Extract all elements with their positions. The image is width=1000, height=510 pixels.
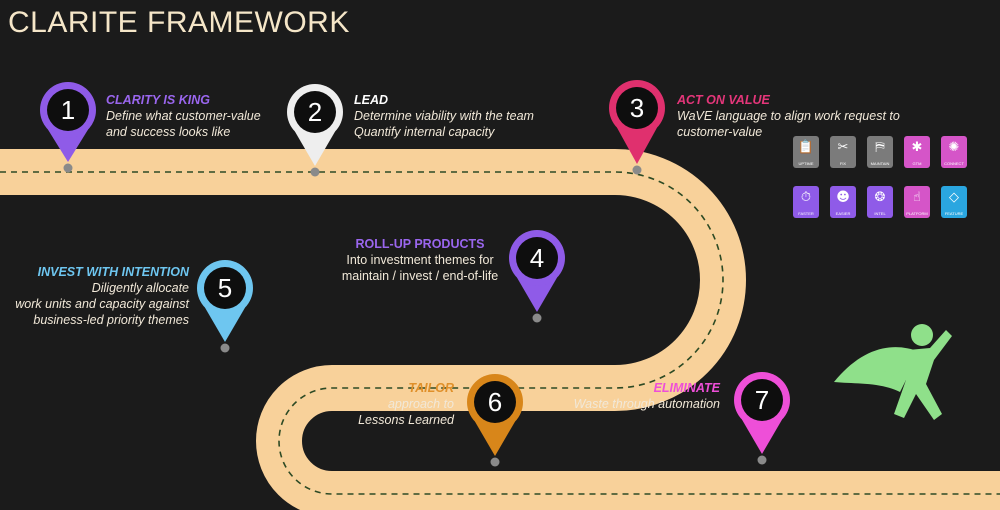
pin-2: 2 xyxy=(287,84,343,177)
step-3-line-1: WaVE language to align work request to xyxy=(677,109,900,123)
pin-3: 3 xyxy=(609,80,665,175)
fix-tile: ✂ FIX xyxy=(830,136,856,168)
step-1-line-2: and success looks like xyxy=(106,125,231,139)
connect-tile: ✺ CONNECT xyxy=(941,136,967,168)
step-3-line-2: customer-value xyxy=(677,125,763,139)
step-5-text: INVEST WITH INTENTION Diligently allocat… xyxy=(6,264,189,328)
step-6-text: TAILOR approach to Lessons Learned xyxy=(340,380,454,428)
intel-tile: ❂ INTEL xyxy=(867,186,893,218)
pin-6-anchor xyxy=(490,457,500,467)
brain-icon: ❂ xyxy=(874,190,886,205)
pin-4-number: 4 xyxy=(530,243,544,273)
easier-label: EASIER xyxy=(835,211,851,216)
pin-2-number: 2 xyxy=(308,97,322,127)
step-5-line-3: business-led priority themes xyxy=(33,313,189,327)
step-1-text: CLARITY IS KING Define what customer-val… xyxy=(106,92,261,140)
pin-1-anchor xyxy=(63,163,73,173)
pin-4-anchor xyxy=(532,313,542,323)
step-1-line-1: Define what customer-value xyxy=(106,109,261,123)
step-2-heading: LEAD xyxy=(354,93,389,107)
pin-5-anchor xyxy=(220,343,230,353)
pin-7-number: 7 xyxy=(755,385,769,415)
pin-4: 4 xyxy=(509,230,565,323)
step-4-heading: ROLL-UP PRODUCTS xyxy=(355,237,485,251)
gtm-tile: ✱ GTM xyxy=(904,136,930,168)
pin-6-number: 6 xyxy=(488,387,502,417)
clipboard-icon: 📋 xyxy=(797,140,815,155)
superhero-icon xyxy=(834,324,952,420)
connect-label: CONNECT xyxy=(944,161,964,166)
pin-2-anchor xyxy=(310,167,320,177)
step-5-heading: INVEST WITH INTENTION xyxy=(37,265,189,279)
step-6-line-1: approach to xyxy=(387,397,454,411)
step-1-heading: CLARITY IS KING xyxy=(106,93,210,107)
road-center-line xyxy=(0,171,1000,495)
gtm-label: GTM xyxy=(912,161,922,166)
pin-1-number: 1 xyxy=(61,95,75,125)
step-4-line-2: maintain / invest / end-of-life xyxy=(341,269,499,283)
step-7-heading: ELIMINATE xyxy=(653,381,720,395)
intel-label: INTEL xyxy=(874,211,886,216)
fix-label: FIX xyxy=(839,161,847,166)
tools-icon: ✂ xyxy=(837,140,849,155)
hand-icon: ☝ xyxy=(913,190,921,205)
page-title: CLARITE FRAMEWORK xyxy=(8,6,350,39)
step-4-line-1: Into investment themes for xyxy=(346,253,494,267)
timer-icon: ⏱ xyxy=(800,190,812,205)
step-3-heading: ACT ON VALUE xyxy=(677,93,770,107)
step-6-line-2: Lessons Learned xyxy=(358,413,454,427)
maintain-tile: ⛿ MAINTAIN xyxy=(867,136,893,168)
step-2-line-1: Determine viability with the team xyxy=(354,109,534,123)
pin-6: 6 xyxy=(467,374,523,467)
easier-tile: ☻ EASIER xyxy=(830,186,856,218)
step-2-line-2: Quantify internal capacity xyxy=(354,125,495,139)
feature-label: FEATURE xyxy=(944,211,964,216)
pin-7-anchor xyxy=(757,455,767,465)
uptime-tile: 📋 UPTIME xyxy=(793,136,819,168)
pin-3-number: 3 xyxy=(630,93,644,123)
wave-icon-grid: 📋 UPTIME ✂ FIX ⛿ MAINTAIN ✱ GTM ✺ CONNEC… xyxy=(793,136,973,226)
step-7-text: ELIMINATE Waste through automation xyxy=(560,380,720,412)
smile-icon: ☻ xyxy=(836,190,850,205)
step-2-text: LEAD Determine viability with the team Q… xyxy=(354,92,534,140)
platform-tile: ☝ PLATFORM xyxy=(904,186,930,218)
step-6-heading: TAILOR xyxy=(408,381,454,395)
sign-icon: ⛿ xyxy=(875,140,885,155)
pin-5: 5 xyxy=(197,260,253,353)
diamond-icon: ◇ xyxy=(949,190,959,205)
uptime-label: UPTIME xyxy=(798,161,814,166)
pin-7: 7 xyxy=(734,372,790,465)
connect-icon: ✺ xyxy=(948,140,960,155)
step-7-line-1: Waste through automation xyxy=(573,397,720,411)
maintain-label: MAINTAIN xyxy=(870,161,890,166)
pin-3-anchor xyxy=(632,165,642,175)
pin-1: 1 xyxy=(40,82,96,173)
faster-tile: ⏱ FASTER xyxy=(793,186,819,218)
step-4-text: ROLL-UP PRODUCTS Into investment themes … xyxy=(330,236,510,284)
step-5-line-2: work units and capacity against xyxy=(15,297,189,311)
feature-tile: ◇ FEATURE xyxy=(941,186,967,218)
network-icon: ✱ xyxy=(911,140,923,155)
faster-label: FASTER xyxy=(798,211,814,216)
step-5-line-1: Diligently allocate xyxy=(91,281,189,295)
step-3-text: ACT ON VALUE WaVE language to align work… xyxy=(677,92,900,140)
platform-label: PLATFORM xyxy=(906,211,928,216)
pin-5-number: 5 xyxy=(218,273,232,303)
